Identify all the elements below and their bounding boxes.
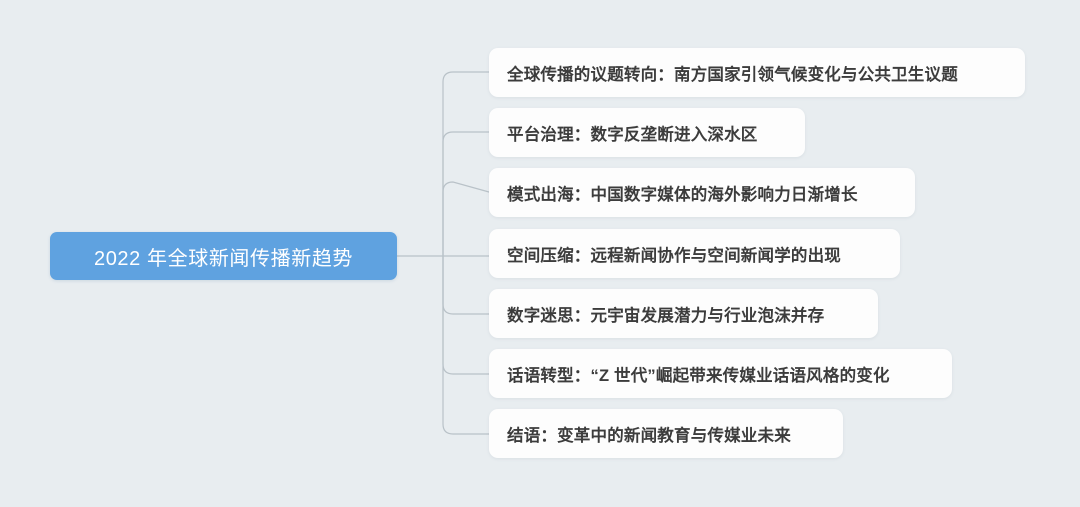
branch-node-6[interactable]: 话语转型：“Z 世代”崛起带来传媒业话语风格的变化	[489, 349, 952, 398]
connector-branch-1	[442, 71, 490, 257]
connector-branch-7	[442, 255, 490, 435]
connector-branch-3	[442, 181, 490, 257]
branch-node-3[interactable]: 模式出海：中国数字媒体的海外影响力日渐增长	[489, 168, 915, 217]
root-node[interactable]: 2022 年全球新闻传播新趋势	[50, 232, 397, 280]
branch-node-4[interactable]: 空间压缩：远程新闻协作与空间新闻学的出现	[489, 229, 900, 278]
branch-node-7[interactable]: 结语：变革中的新闻教育与传媒业未来	[489, 409, 843, 458]
branch-node-6-label: 话语转型：“Z 世代”崛起带来传媒业话语风格的变化	[507, 366, 890, 385]
connector-branch-2	[442, 131, 490, 257]
root-node-label: 2022 年全球新闻传播新趋势	[93, 247, 354, 270]
connector-branch-6	[442, 255, 490, 375]
branch-node-5[interactable]: 数字迷思：元宇宙发展潜力与行业泡沫并存	[489, 289, 878, 338]
branch-node-5-label: 数字迷思：元宇宙发展潜力与行业泡沫并存	[507, 306, 825, 325]
branch-node-2[interactable]: 平台治理：数字反垄断进入深水区	[489, 108, 805, 157]
branch-node-4-label: 空间压缩：远程新闻协作与空间新闻学的出现	[507, 246, 841, 265]
branch-node-3-label: 模式出海：中国数字媒体的海外影响力日渐增长	[507, 185, 858, 204]
branch-node-2-label: 平台治理：数字反垄断进入深水区	[507, 125, 758, 144]
branch-node-7-label: 结语：变革中的新闻教育与传媒业未来	[507, 426, 791, 445]
branch-node-1[interactable]: 全球传播的议题转向：南方国家引领气候变化与公共卫生议题	[489, 48, 1025, 97]
connector-branch-5	[442, 255, 490, 315]
branch-node-1-label: 全球传播的议题转向：南方国家引领气候变化与公共卫生议题	[507, 65, 958, 84]
